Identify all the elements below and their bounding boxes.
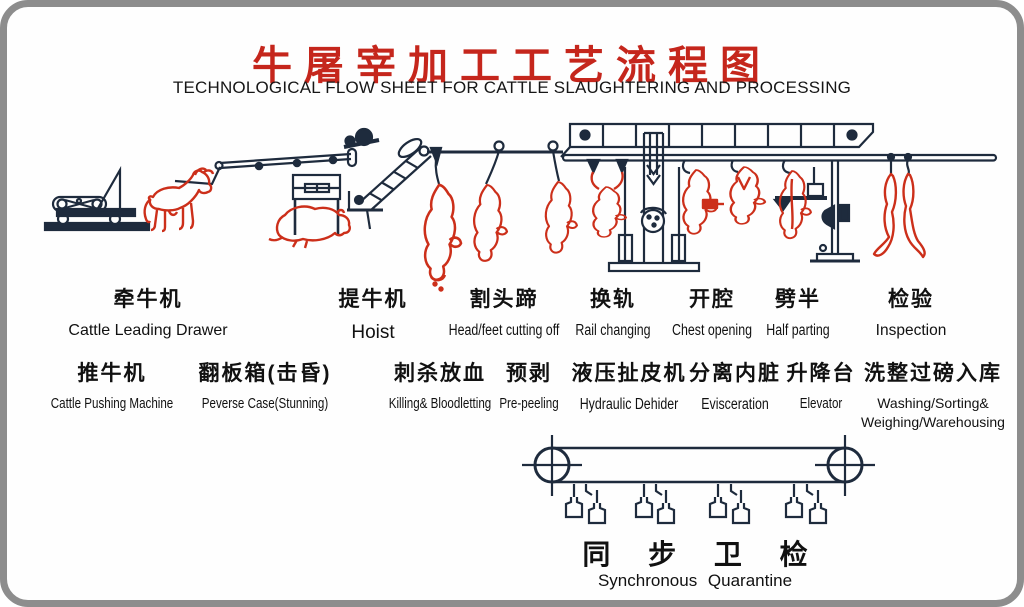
station-dehider-zh: 液压扯皮机 (571, 362, 687, 385)
station-cattle-pushing: 推牛机 Cattle Pushing Machine (7, 357, 222, 412)
carcass-saw-figure (772, 167, 827, 212)
page-title: 牛屠宰加工工艺流程图 (252, 44, 772, 88)
station-washing: 洗整过磅入库 Washing/Sorting& Weighing/Warehou… (823, 357, 1017, 432)
hydraulic-dehider-figure (607, 131, 701, 273)
station-half-parting: 劈半 Half parting (688, 283, 908, 340)
station-cattle-leading-en: Cattle Leading Drawer (68, 322, 228, 339)
hanging-carcass-figures (423, 180, 578, 292)
station-pre-peeling-en: Pre-peeling (499, 396, 559, 412)
hoist-conveyor-figure (347, 137, 432, 230)
station-hoist: 提牛机 Hoist (263, 283, 483, 344)
station-inspection-zh: 检验 (888, 288, 934, 311)
station-half-parting-en: Half parting (766, 322, 830, 339)
quarantine-conveyor-figure (522, 435, 875, 525)
evisceration-carcass-figure (681, 168, 724, 235)
main-rail-figure (561, 152, 998, 176)
page-subtitle: TECHNOLOGICAL FLOW SHEET FOR CATTLE SLAU… (172, 78, 852, 97)
station-chest-opening-en: Chest opening (672, 322, 752, 339)
station-reverse-case-zh: 翻板箱(击昏) (198, 362, 332, 385)
cattle-figures (143, 165, 926, 292)
chest-opening-carcass-figure (729, 165, 767, 226)
station-cattle-leading: 牵牛机 Cattle Leading Drawer (38, 283, 258, 340)
half-parting-carcass-figure (778, 169, 812, 240)
station-evisceration-zh: 分离内脏 (689, 362, 781, 385)
station-inspection: 检验 Inspection (801, 283, 1017, 340)
station-rail-changing-en: Rail changing (575, 322, 651, 339)
quarantine-label-zh: 同 步 卫 检 (582, 539, 823, 570)
leading-rail-figure (174, 127, 380, 186)
station-half-parting-zh: 劈半 (775, 288, 821, 311)
station-killing: 刺杀放血 Killing& Bloodletting (330, 357, 550, 412)
station-rail-changing: 换轨 Rail changing (503, 283, 723, 340)
station-hoist-zh: 提牛机 (338, 288, 408, 311)
station-dehider-en: Hydraulic Dehider (579, 396, 679, 413)
station-evisceration: 分离内脏 Evisceration (625, 357, 845, 414)
station-pre-peeling-zh: 预剥 (506, 362, 552, 385)
station-washing-zh: 洗整过磅入库 (864, 362, 1002, 385)
station-head-feet: 割头蹄 Head/feet cutting off (394, 283, 614, 340)
station-elevator: 升降台 Elevator (711, 357, 931, 412)
station-pre-peeling: 预剥 Pre-peeling (419, 357, 639, 412)
station-hoist-en: Hoist (351, 322, 395, 343)
station-elevator-zh: 升降台 (786, 362, 856, 385)
station-chest-opening: 开腔 Chest opening (602, 283, 822, 340)
elevator-figure (810, 160, 860, 263)
inspection-halves-figure (872, 172, 926, 259)
machinery-lineart (43, 122, 998, 525)
reverse-case-figure (291, 173, 342, 235)
process-diagram (43, 122, 998, 525)
station-killing-en: Killing& Bloodletting (388, 396, 492, 412)
station-cattle-pushing-en: Cattle Pushing Machine (50, 396, 174, 412)
station-elevator-en: Elevator (799, 396, 843, 412)
station-reverse-case: 翻板箱(击昏) Peverse Case(Stunning) (155, 357, 375, 412)
standing-cow-figure (143, 167, 215, 233)
cattle-pushing-machine-figure (43, 165, 151, 232)
station-dehider: 液压扯皮机 Hydraulic Dehider (519, 357, 739, 414)
station-cattle-pushing-zh: 推牛机 (77, 362, 147, 385)
station-head-feet-en: Head/feet cutting off (448, 322, 560, 339)
station-inspection-en: Inspection (875, 322, 947, 339)
station-cattle-leading-zh: 牵牛机 (113, 288, 183, 311)
dehider-carcass-figure (590, 171, 628, 239)
station-chest-opening-zh: 开腔 (689, 288, 735, 311)
quarantine-label-en: Synchronous Quarantine (597, 571, 793, 590)
overhead-rail-figure (427, 140, 563, 185)
station-killing-zh: 刺杀放血 (394, 362, 486, 385)
station-head-feet-zh: 割头蹄 (469, 288, 539, 311)
girder-beam-figure (560, 122, 875, 158)
station-reverse-case-en: Peverse Case(Stunning) (201, 396, 329, 412)
station-evisceration-en: Evisceration (701, 396, 769, 413)
station-rail-changing-zh: 换轨 (590, 288, 636, 311)
station-washing-en: Washing/Sorting& Weighing/Warehousing (861, 395, 1005, 430)
stunned-cow-figure (268, 205, 351, 249)
